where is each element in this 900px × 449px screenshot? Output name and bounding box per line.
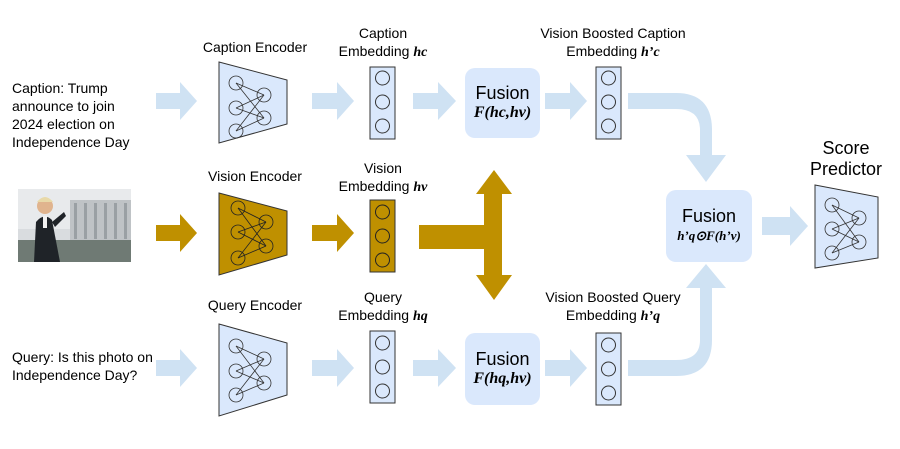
- boosted-caption-symbol: h’c: [641, 45, 660, 60]
- fusion-final-formula: h’q⊙F(h’v): [677, 228, 741, 243]
- boosted-query-vector: [595, 332, 622, 406]
- arrow-caption-to-emb: [312, 82, 354, 120]
- query-embedding-symbol: hq: [412, 309, 428, 324]
- vision-embedding-label: Vision Embedding hv: [323, 159, 443, 197]
- query-line-1: Query: Is this photo on: [12, 349, 153, 365]
- caption-embedding-label: Caption Embedding hc: [323, 24, 443, 62]
- fusion-query-text: Fusion F(hq,hv): [465, 348, 540, 388]
- caption-embedding-line2: Embedding: [338, 43, 410, 59]
- vision-encoder-label: Vision Encoder: [208, 168, 302, 184]
- query-embedding-label: Query Embedding hq: [323, 288, 443, 326]
- input-photo: [18, 189, 131, 262]
- query-line-2: Independence Day?: [12, 367, 138, 383]
- boosted-query-symbol: h’q: [640, 309, 661, 324]
- query-embedding-line2: Embedding: [338, 307, 410, 323]
- fusion-box-final: [666, 190, 752, 262]
- arrow-query-input: [156, 349, 197, 387]
- vision-encoder: [218, 192, 288, 276]
- fusion-caption-formula: F(hc,hv): [473, 104, 532, 121]
- caption-line-1: Caption: Trump: [12, 80, 108, 96]
- vision-embedding-line1: Vision: [364, 160, 402, 176]
- caption-input-text: Caption: Trump announce to join 2024 ele…: [12, 79, 130, 151]
- arrow-query-to-emb: [312, 349, 354, 387]
- arrow-boosted-query-to-final: [628, 264, 726, 376]
- fusion-final-title: Fusion: [681, 206, 737, 226]
- query-embedding-line1: Query: [363, 289, 403, 305]
- arrows-blue: [156, 82, 808, 387]
- caption-encoder: [218, 61, 288, 144]
- caption-embedding-symbol: hc: [413, 45, 428, 60]
- caption-line-3: 2024 election on: [12, 116, 115, 132]
- boosted-query-line1: Vision Boosted Query: [545, 289, 681, 305]
- query-input-text: Query: Is this photo on Independence Day…: [12, 348, 153, 384]
- arrow-caption-input: [156, 82, 197, 120]
- query-encoder: [218, 323, 288, 417]
- boosted-caption-line1: Vision Boosted Caption: [540, 25, 686, 41]
- score-predictor-line1: Score: [822, 138, 870, 158]
- fusion-final-text: Fusion h’q⊙F(h’v): [666, 205, 752, 245]
- arrow-caption-fusion-to-boosted: [545, 82, 587, 120]
- fusion-caption-title: Fusion: [475, 83, 530, 103]
- vision-embedding-line2: Embedding: [338, 178, 410, 194]
- vision-embedding-vector: [369, 199, 396, 273]
- arrow-vision-input: [156, 214, 197, 252]
- score-predictor-line2: Predictor: [809, 159, 883, 179]
- fusion-box-query: [465, 333, 540, 405]
- boosted-query-line2: Embedding: [565, 307, 637, 323]
- boosted-caption-label: Vision Boosted Caption Embedding h’c: [523, 24, 703, 62]
- caption-line-2: announce to join: [12, 98, 115, 114]
- arrow-boosted-caption-to-final: [628, 93, 726, 182]
- fusion-box-caption: [465, 68, 540, 138]
- score-predictor-label: Score Predictor: [796, 138, 896, 180]
- arrow-caption-emb-to-fusion: [413, 82, 456, 120]
- caption-embedding-vector: [369, 66, 396, 140]
- fusion-query-formula: F(hq,hv): [473, 370, 532, 387]
- fusion-query-title: Fusion: [475, 349, 530, 369]
- boosted-caption-vector: [595, 66, 622, 140]
- query-embedding-vector: [369, 330, 396, 404]
- caption-line-4: Independence Day: [12, 134, 130, 150]
- arrow-vision-split: [419, 170, 512, 300]
- arrow-final-to-score: [762, 206, 808, 246]
- arrow-query-emb-to-fusion: [413, 349, 456, 387]
- arrows-gold: [156, 170, 512, 300]
- vision-embedding-symbol: hv: [413, 180, 428, 195]
- boosted-query-label: Vision Boosted Query Embedding h’q: [523, 288, 703, 326]
- query-encoder-label: Query Encoder: [207, 297, 303, 313]
- caption-encoder-label: Caption Encoder: [202, 39, 308, 55]
- fusion-caption-text: Fusion F(hc,hv): [465, 82, 540, 122]
- arrow-vision-to-emb: [312, 214, 354, 252]
- boosted-caption-line2: Embedding: [566, 43, 638, 59]
- arrow-query-fusion-to-boosted: [545, 349, 587, 387]
- score-predictor-network: [814, 184, 879, 269]
- caption-embedding-line1: Caption: [358, 25, 408, 41]
